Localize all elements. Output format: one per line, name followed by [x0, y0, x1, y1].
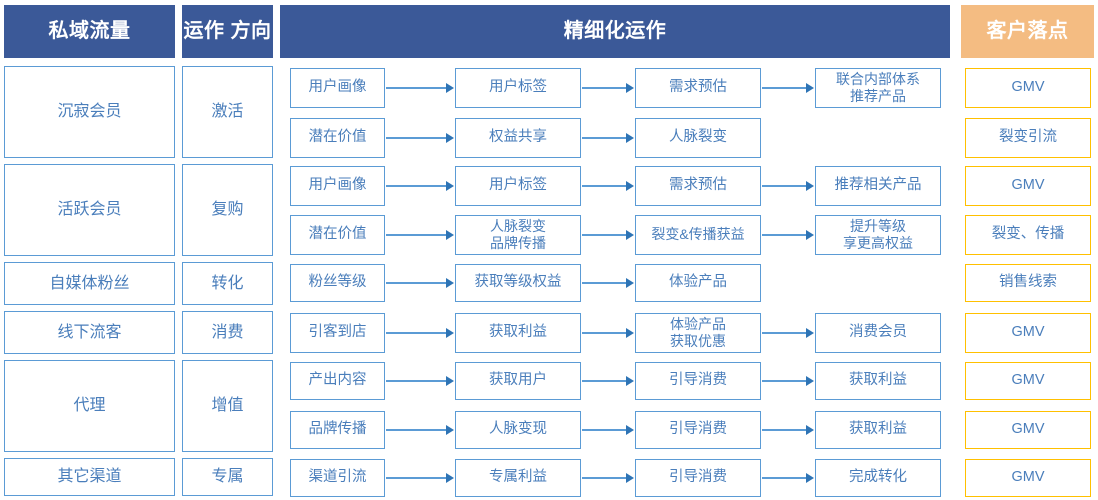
flow-arrow	[582, 230, 634, 240]
flow-arrow	[386, 425, 454, 435]
flow-step-box[interactable]: 需求预估	[635, 68, 761, 108]
flow-arrow	[386, 328, 454, 338]
outcome-box[interactable]: GMV	[965, 68, 1091, 108]
flow-arrow	[386, 230, 454, 240]
flow-step-box[interactable]: 潜在价值	[290, 118, 385, 158]
flow-arrow	[582, 328, 634, 338]
flow-step-box[interactable]: 消费会员	[815, 313, 941, 353]
flow-step-box[interactable]: 获取用户	[455, 362, 581, 400]
flow-step-box[interactable]: 获取利益	[815, 362, 941, 400]
flow-step-box[interactable]: 粉丝等级	[290, 264, 385, 302]
flow-step-box[interactable]: 引客到店	[290, 313, 385, 353]
flow-step-box[interactable]: 引导消费	[635, 362, 761, 400]
flow-arrow	[762, 181, 814, 191]
flow-arrow	[386, 181, 454, 191]
outcome-box[interactable]: 裂变、传播	[965, 215, 1091, 255]
flow-step-box[interactable]: 人脉裂变	[635, 118, 761, 158]
flow-arrow	[762, 328, 814, 338]
flow-arrow	[582, 181, 634, 191]
flow-step-box[interactable]: 用户画像	[290, 68, 385, 108]
traffic-source-box[interactable]: 沉寂会员	[4, 66, 175, 158]
flow-step-box[interactable]: 完成转化	[815, 459, 941, 497]
flow-step-box[interactable]: 裂变&传播获益	[635, 215, 761, 255]
operation-direction-box[interactable]: 复购	[182, 164, 273, 256]
flow-step-box[interactable]: 提升等级 享更高权益	[815, 215, 941, 255]
traffic-source-box[interactable]: 自媒体粉丝	[4, 262, 175, 305]
flow-step-box[interactable]: 引导消费	[635, 459, 761, 497]
flow-arrow	[582, 425, 634, 435]
flow-arrow	[386, 133, 454, 143]
flow-arrow	[386, 278, 454, 288]
flow-arrow	[582, 473, 634, 483]
flow-arrow	[582, 133, 634, 143]
flow-step-box[interactable]: 获取利益	[455, 313, 581, 353]
flow-step-box[interactable]: 体验产品 获取优惠	[635, 313, 761, 353]
flow-arrow	[762, 230, 814, 240]
flow-step-box[interactable]: 体验产品	[635, 264, 761, 302]
header-customer-landing: 客户落点	[961, 5, 1094, 58]
flow-arrow	[762, 376, 814, 386]
flow-arrow	[582, 376, 634, 386]
flow-arrow	[386, 83, 454, 93]
flow-step-box[interactable]: 获取利益	[815, 411, 941, 449]
operation-direction-box[interactable]: 专属	[182, 458, 273, 496]
flow-step-box[interactable]: 获取等级权益	[455, 264, 581, 302]
traffic-source-box[interactable]: 其它渠道	[4, 458, 175, 496]
outcome-box[interactable]: 销售线索	[965, 264, 1091, 302]
flow-step-box[interactable]: 潜在价值	[290, 215, 385, 255]
outcome-box[interactable]: GMV	[965, 166, 1091, 206]
operation-direction-box[interactable]: 消费	[182, 311, 273, 354]
outcome-box[interactable]: GMV	[965, 411, 1091, 449]
flow-step-box[interactable]: 渠道引流	[290, 459, 385, 497]
traffic-source-box[interactable]: 代理	[4, 360, 175, 452]
flow-step-box[interactable]: 引导消费	[635, 411, 761, 449]
outcome-box[interactable]: 裂变引流	[965, 118, 1091, 158]
flow-step-box[interactable]: 需求预估	[635, 166, 761, 206]
header-refined-operation: 精细化运作	[280, 5, 950, 58]
header-operation-direction: 运作 方向	[182, 5, 273, 58]
flow-step-box[interactable]: 专属利益	[455, 459, 581, 497]
outcome-box[interactable]: GMV	[965, 313, 1091, 353]
operation-direction-box[interactable]: 激活	[182, 66, 273, 158]
flow-step-box[interactable]: 权益共享	[455, 118, 581, 158]
flow-step-box[interactable]: 产出内容	[290, 362, 385, 400]
flow-step-box[interactable]: 人脉变现	[455, 411, 581, 449]
header-traffic-sources: 私域流量	[4, 5, 175, 58]
flow-step-box[interactable]: 联合内部体系 推荐产品	[815, 68, 941, 108]
traffic-source-box[interactable]: 线下流客	[4, 311, 175, 354]
flow-arrow	[762, 83, 814, 93]
flow-arrow	[762, 473, 814, 483]
flow-step-box[interactable]: 用户标签	[455, 68, 581, 108]
outcome-box[interactable]: GMV	[965, 459, 1091, 497]
traffic-source-box[interactable]: 活跃会员	[4, 164, 175, 256]
flow-step-box[interactable]: 用户标签	[455, 166, 581, 206]
outcome-box[interactable]: GMV	[965, 362, 1091, 400]
flow-step-box[interactable]: 人脉裂变 品牌传播	[455, 215, 581, 255]
operation-direction-box[interactable]: 转化	[182, 262, 273, 305]
flow-arrow	[582, 278, 634, 288]
flow-step-box[interactable]: 推荐相关产品	[815, 166, 941, 206]
flow-arrow	[386, 473, 454, 483]
flow-arrow	[762, 425, 814, 435]
flow-arrow	[386, 376, 454, 386]
flow-step-box[interactable]: 品牌传播	[290, 411, 385, 449]
flow-step-box[interactable]: 用户画像	[290, 166, 385, 206]
operation-direction-box[interactable]: 增值	[182, 360, 273, 452]
flow-arrow	[582, 83, 634, 93]
